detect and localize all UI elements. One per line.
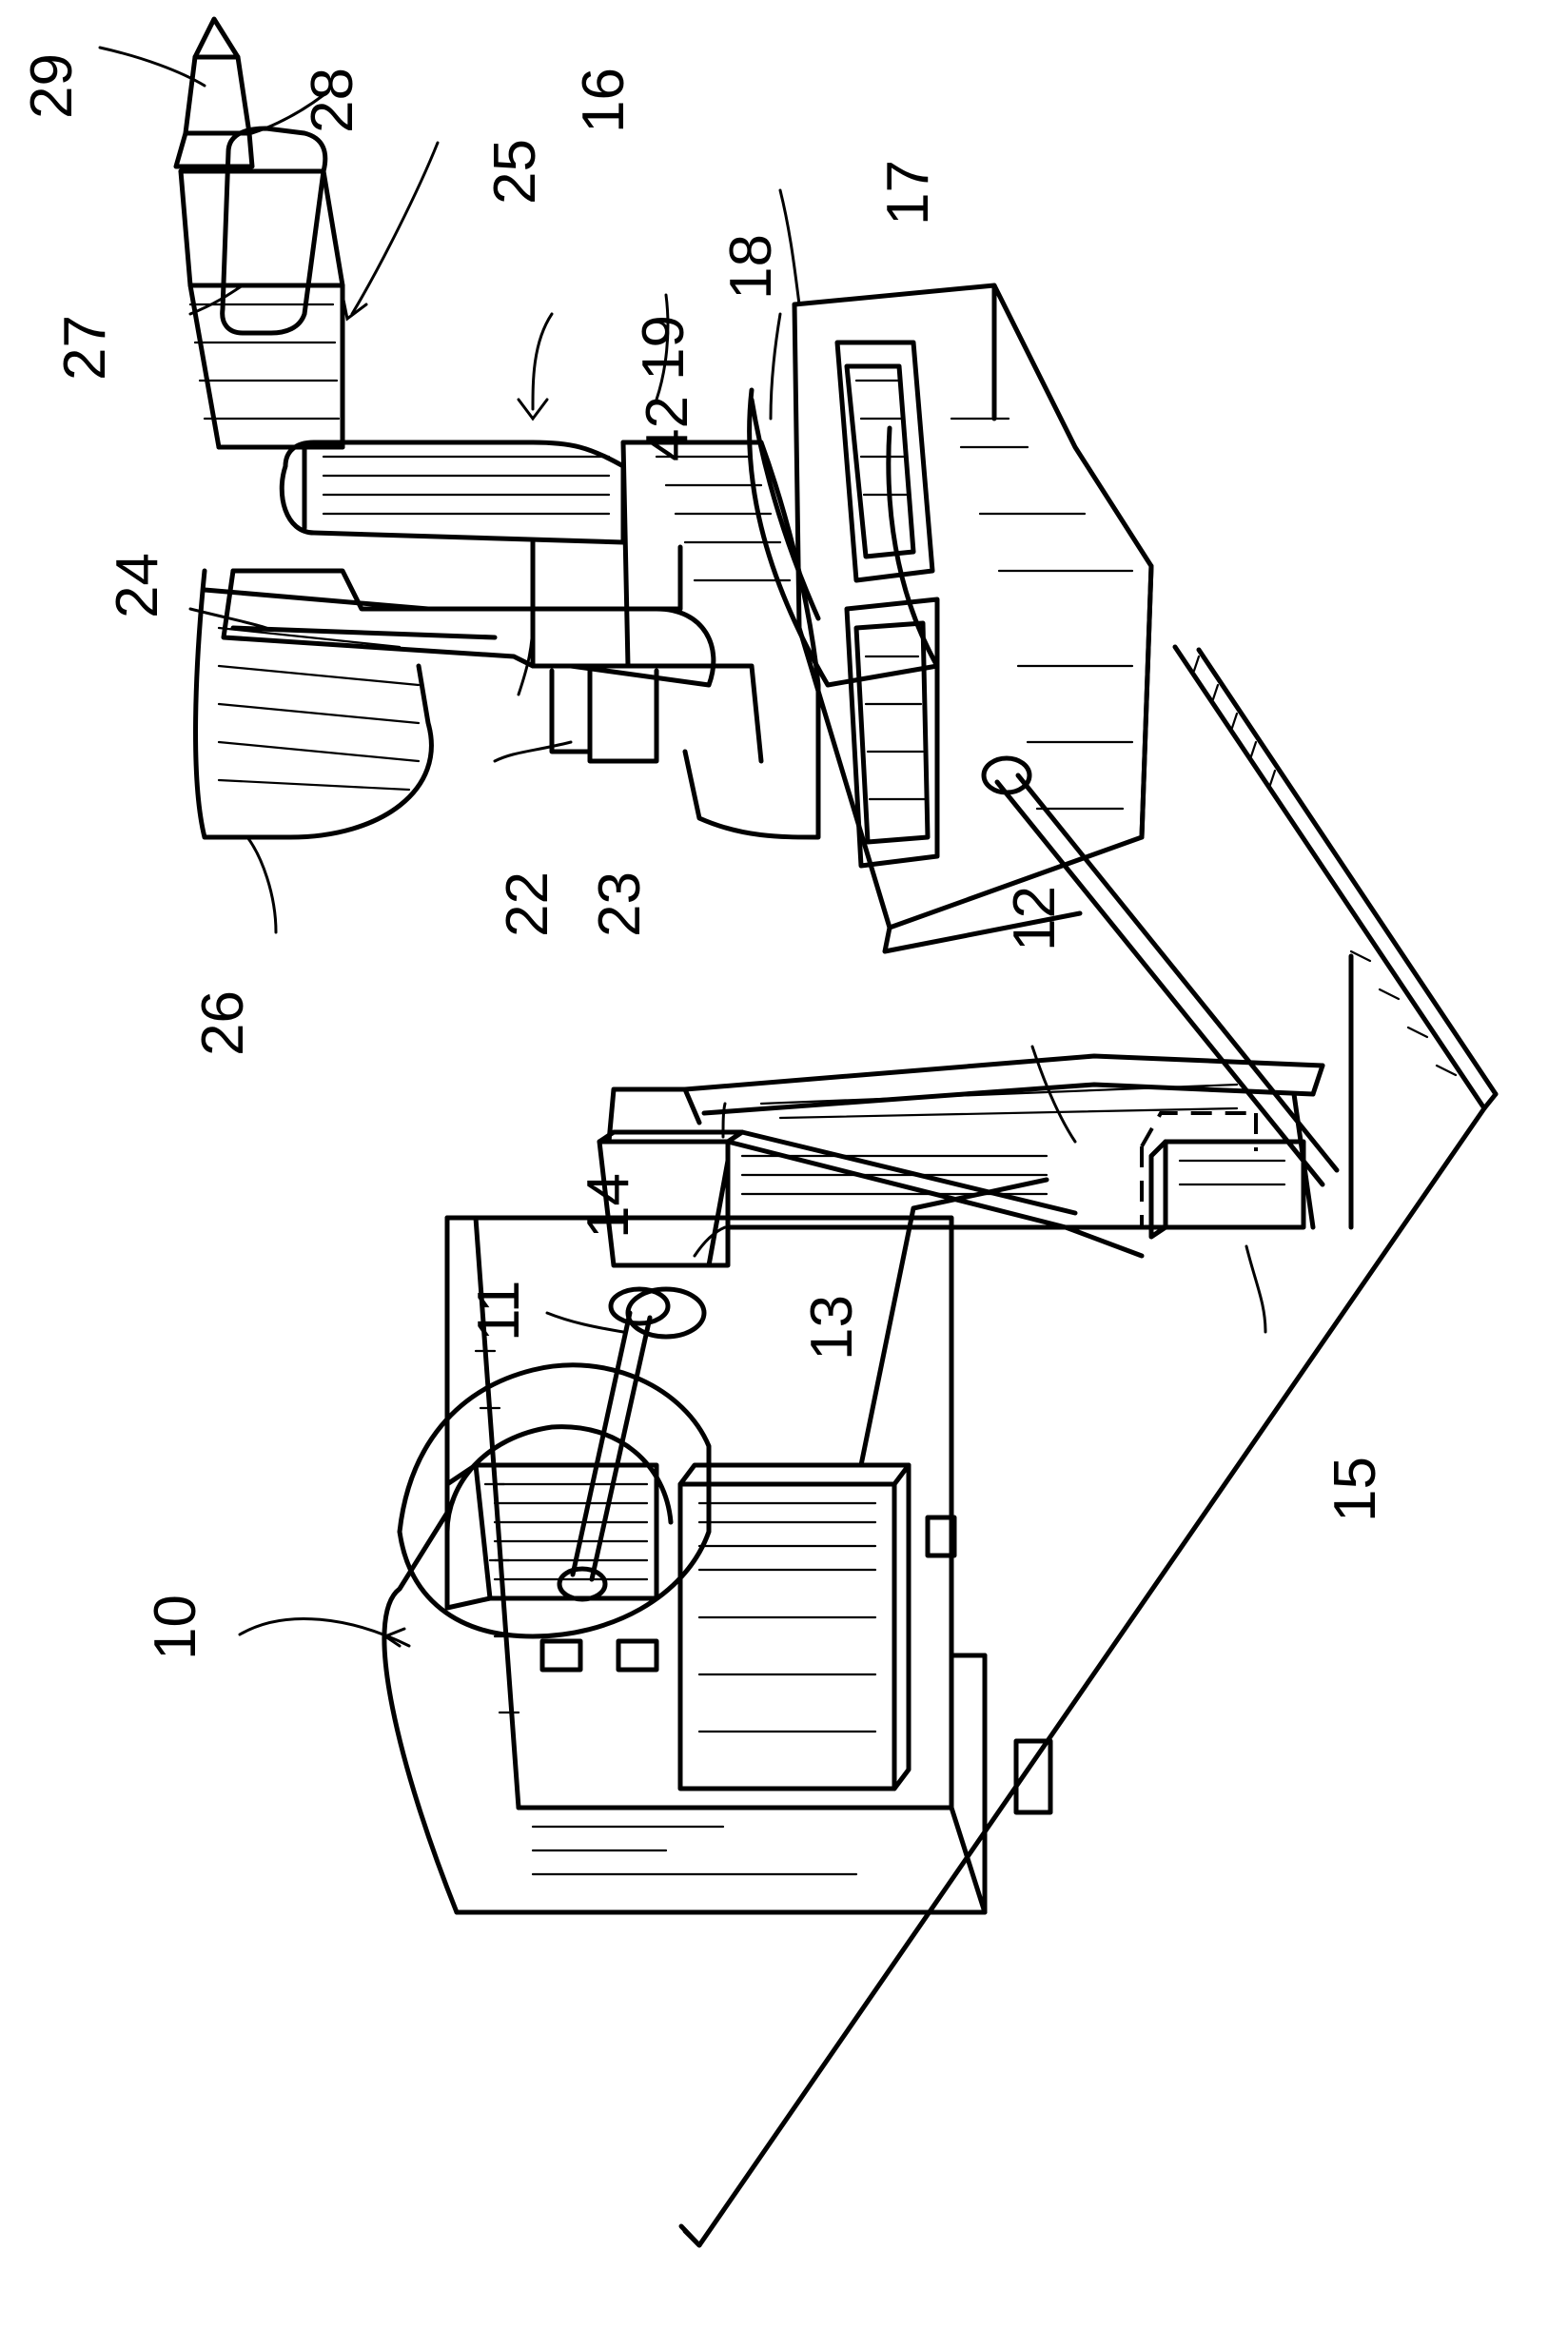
leader-lines (98, 46, 1267, 1648)
label-18: 18 (718, 234, 784, 300)
robot-arm (173, 16, 821, 840)
base-plate (678, 644, 1499, 2248)
shaft-11 (557, 1286, 707, 1602)
label-24: 24 (105, 553, 170, 618)
label-29: 29 (19, 53, 85, 119)
label-26: 26 (190, 990, 256, 1056)
label-14: 14 (576, 1173, 641, 1239)
label-17: 17 (875, 160, 941, 225)
label-12: 12 (1002, 886, 1068, 951)
label-19: 19 (631, 315, 696, 381)
gantry-column (597, 953, 1354, 1268)
label-25: 25 (482, 139, 548, 205)
robot-pedestal (747, 283, 1154, 954)
label-16: 16 (571, 68, 637, 133)
label-23: 23 (587, 871, 653, 937)
label-28: 28 (300, 68, 365, 133)
label-27: 27 (52, 315, 118, 381)
label-11: 11 (466, 1281, 532, 1341)
label-13: 13 (799, 1295, 865, 1360)
label-15: 15 (1323, 1457, 1388, 1522)
shaft-12 (981, 755, 1340, 1187)
label-10: 10 (143, 1595, 208, 1660)
reference-labels: 10 11 12 13 14 15 16 17 18 19 22 23 24 2… (19, 53, 1388, 1660)
label-42: 42 (635, 396, 700, 461)
label-22: 22 (495, 871, 560, 937)
machine-10 (382, 1215, 1053, 1915)
